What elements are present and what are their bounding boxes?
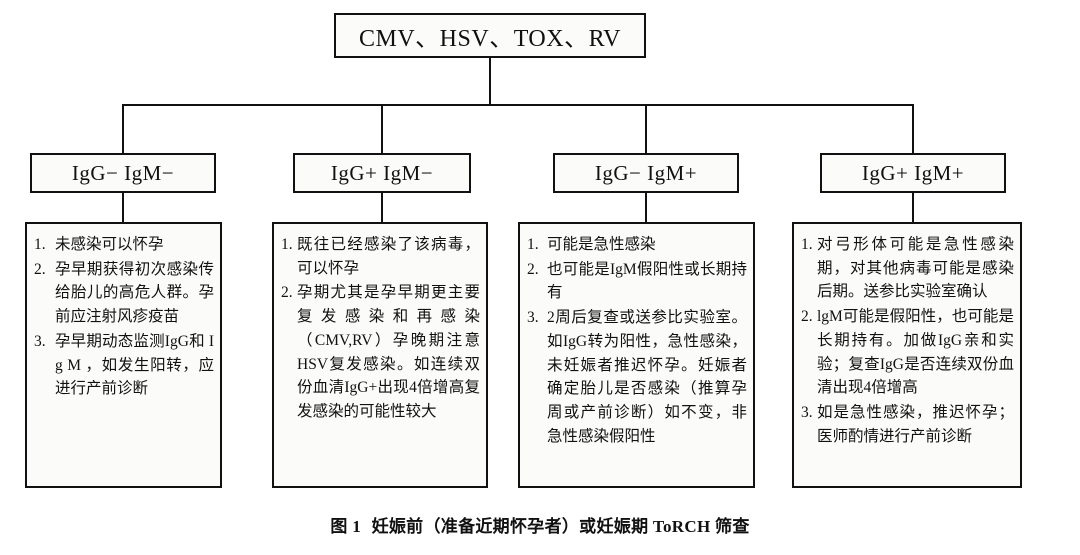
list-item-marker: 1. [801,236,813,253]
connector-header-to-detail-4 [912,193,914,222]
list-item: 3. 孕早期动态监测IgG和 I g M ，如发生阳转，应进行产前诊断 [34,330,214,401]
connector-drop-branch-4 [912,104,914,153]
root-node-pathogens: CMV、HSV、TOX、RV [334,13,646,58]
list-item: 3. 2周后复查或送参比实验室。如IgG转为阳性，急性感染，未妊娠者推迟怀孕。妊… [527,306,747,448]
list-item-text: 未感染可以怀孕 [55,236,164,253]
connector-root-stem [489,58,491,105]
connector-header-to-detail-3 [645,193,647,222]
figure-caption: 图 1 妊娠前（准备近期怀孕者）或妊娠期 ToRCH 筛查 [0,512,1080,537]
recommendation-list: 1. 可能是急性感染 2. 也可能是IgM假阳性或长期持有 3. 2周后复查或送… [527,233,747,448]
branch-header-label: IgG− IgM− [71,160,175,185]
list-item-marker: 1. [281,236,293,253]
branch-header-igg-neg-igm-pos: IgG− IgM+ [553,153,739,193]
list-item-marker: 1. [34,236,46,253]
list-item-marker: 3. [527,309,539,327]
list-item-text: 孕期尤其是孕早期更主要复发感染和再感染（CMV,RV）孕晚期注意HSV复发感染。… [297,284,480,420]
connector-horizontal-bus [122,104,914,106]
connector-header-to-detail-2 [381,193,383,222]
connector-drop-branch-3 [645,104,647,153]
list-item-text: 2周后复查或送参比实验室。如IgG转为阳性，急性感染，未妊娠者推迟怀孕。妊娠者确… [547,309,747,445]
branch-detail-igg-pos-igm-neg: 1. 既往已经感染了该病毒，可以怀孕 2. 孕期尤其是孕早期更主要复发感染和再感… [272,222,488,488]
list-item-text: 对弓形体可能是急性感染期，对其他病毒可能是感染后期。送参比实验室确认 [817,236,1014,301]
figure-caption-number: 图 1 [330,517,362,536]
recommendation-list: 1. 既往已经感染了该病毒，可以怀孕 2. 孕期尤其是孕早期更主要复发感染和再感… [281,233,480,424]
list-item-text: 如是急性感染，推迟怀孕；医师酌情进行产前诊断 [817,403,1014,445]
branch-detail-igg-neg-igm-neg: 1. 未感染可以怀孕 2. 孕早期获得初次感染传给胎儿的高危人群。孕前应注射风疹… [25,222,222,488]
branch-header-igg-pos-igm-neg: IgG+ IgM− [293,153,471,193]
branch-header-label: IgG− IgM+ [594,160,698,185]
list-item-marker: 3. [801,403,813,421]
connector-header-to-detail-1 [122,193,124,222]
branch-header-label: IgG+ IgM− [330,160,434,185]
list-item-text: 既往已经感染了该病毒，可以怀孕 [297,236,480,277]
connector-drop-branch-2 [381,104,383,153]
recommendation-list: 1. 未感染可以怀孕 2. 孕早期获得初次感染传给胎儿的高危人群。孕前应注射风疹… [34,233,214,401]
list-item-marker: 2. [281,284,293,302]
list-item: 2. 孕期尤其是孕早期更主要复发感染和再感染（CMV,RV）孕晚期注意HSV复发… [281,281,480,423]
list-item-marker: 2. [527,260,539,278]
connector-drop-branch-1 [122,104,124,153]
figure-caption-text: 妊娠前（准备近期怀孕者）或妊娠期 ToRCH 筛查 [371,517,750,536]
list-item-text: 可能是急性感染 [547,236,656,253]
list-item: 1. 既往已经感染了该病毒，可以怀孕 [281,233,480,280]
list-item: 1. 对弓形体可能是急性感染期，对其他病毒可能是感染后期。送参比实验室确认 [801,233,1014,304]
list-item-text: 孕早期获得初次感染传给胎儿的高危人群。孕前应注射风疹疫苗 [55,260,214,326]
list-item: 1. 未感染可以怀孕 [34,233,214,257]
list-item: 2. lgM可能是假阳性，也可能是长期持有。加做IgG亲和实验；复查IgG是否连… [801,305,1014,400]
list-item: 2. 也可能是IgM假阳性或长期持有 [527,258,747,305]
branch-detail-igg-pos-igm-pos: 1. 对弓形体可能是急性感染期，对其他病毒可能是感染后期。送参比实验室确认 2.… [792,222,1022,488]
branch-header-label: IgG+ IgM+ [861,160,965,185]
recommendation-list: 1. 对弓形体可能是急性感染期，对其他病毒可能是感染后期。送参比实验室确认 2.… [801,233,1014,448]
list-item-marker: 2. [34,260,46,278]
list-item: 2. 孕早期获得初次感染传给胎儿的高危人群。孕前应注射风疹疫苗 [34,258,214,329]
branch-header-igg-neg-igm-neg: IgG− IgM− [30,153,216,193]
list-item-text: 也可能是IgM假阳性或长期持有 [547,260,747,302]
list-item: 1. 可能是急性感染 [527,233,747,257]
list-item: 3. 如是急性感染，推迟怀孕；医师酌情进行产前诊断 [801,401,1014,448]
list-item-text: lgM可能是假阳性，也可能是长期持有。加做IgG亲和实验；复查IgG是否连续双份… [817,308,1014,397]
branch-header-igg-pos-igm-pos: IgG+ IgM+ [820,153,1006,193]
root-node-label: CMV、HSV、TOX、RV [359,26,621,52]
list-item-marker: 1. [527,236,539,253]
list-item-text: 孕早期动态监测IgG和 I g M ，如发生阳转，应进行产前诊断 [55,332,214,398]
list-item-marker: 3. [34,332,46,350]
branch-detail-igg-neg-igm-pos: 1. 可能是急性感染 2. 也可能是IgM假阳性或长期持有 3. 2周后复查或送… [518,222,755,488]
list-item-marker: 2. [801,308,813,326]
